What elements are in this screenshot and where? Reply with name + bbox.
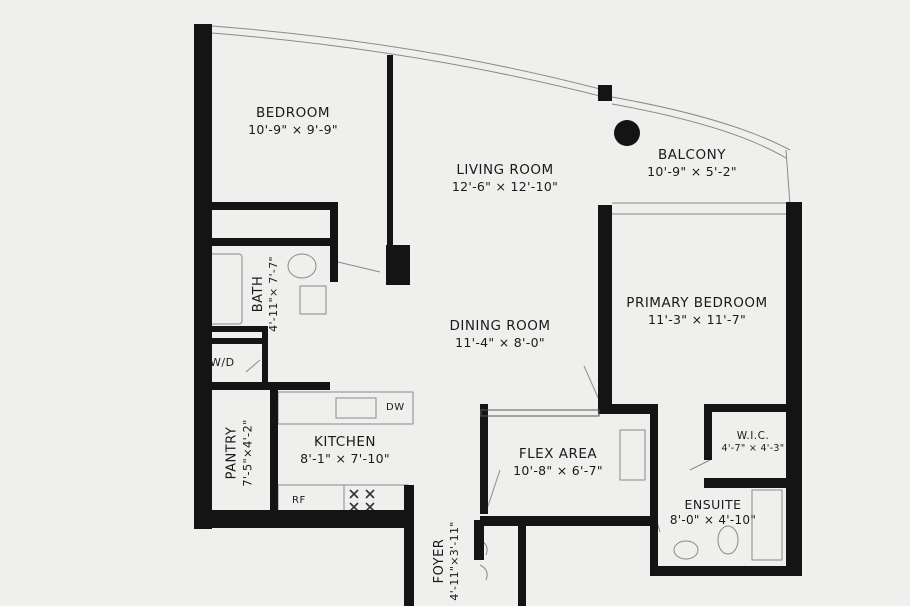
wic-dims: 4'-7" × 4'-3" bbox=[721, 443, 785, 455]
bedroom-dims: 10'-9" × 9'-9" bbox=[248, 121, 338, 137]
fixture-lines bbox=[202, 25, 791, 581]
foyer-dims: 4'-11"×3'-11" bbox=[448, 521, 462, 601]
pantry-label: PANTRY 7'-5"×4'-2" bbox=[225, 419, 256, 486]
walls bbox=[194, 24, 802, 606]
flex-area-name: FLEX AREA bbox=[518, 446, 598, 462]
foyer-name: FOYER bbox=[432, 538, 447, 584]
primary-bedroom-dims: 11'-3" × 11'-7" bbox=[647, 311, 747, 327]
washer-dryer-label: W/D bbox=[210, 356, 235, 369]
kitchen-label: KITCHEN 8'-1" × 7'-10" bbox=[300, 434, 390, 467]
pantry-name: PANTRY bbox=[224, 426, 240, 480]
bath-name: BATH bbox=[251, 275, 266, 313]
ensuite-label: ENSUITE 8'-0" × 4'-10" bbox=[670, 497, 756, 528]
bedroom-label: BEDROOM 10'-9" × 9'-9" bbox=[248, 105, 338, 138]
refrigerator-label: RF bbox=[292, 495, 306, 506]
living-room-name: LIVING ROOM bbox=[456, 162, 554, 178]
structural-column bbox=[614, 120, 640, 146]
living-room-label: LIVING ROOM 12'-6" × 12'-10" bbox=[452, 162, 558, 195]
wic-label: W.I.C. 4'-7" × 4'-3" bbox=[722, 430, 785, 455]
ensuite-name: ENSUITE bbox=[684, 497, 742, 512]
balcony-dims: 10'-9" × 5'-2" bbox=[647, 163, 737, 179]
flex-area-label: FLEX AREA 10'-8" × 6'-7" bbox=[513, 446, 603, 479]
dishwasher-label: DW bbox=[386, 402, 405, 413]
flex-area-dims: 10'-8" × 6'-7" bbox=[513, 462, 603, 478]
bath-label: BATH 4'-11"× 7'-7" bbox=[251, 256, 281, 332]
foyer-label: FOYER 4'-11"×3'-11" bbox=[432, 521, 462, 600]
dining-room-label: DINING ROOM 11'-4" × 8'-0" bbox=[449, 318, 550, 351]
kitchen-dims: 8'-1" × 7'-10" bbox=[300, 450, 390, 466]
primary-bedroom-label: PRIMARY BEDROOM 11'-3" × 11'-7" bbox=[626, 295, 767, 328]
dining-room-name: DINING ROOM bbox=[449, 318, 551, 334]
balcony-name: BALCONY bbox=[658, 147, 726, 163]
dining-room-dims: 11'-4" × 8'-0" bbox=[455, 334, 545, 350]
wic-name: W.I.C. bbox=[736, 430, 770, 442]
primary-bedroom-name: PRIMARY BEDROOM bbox=[626, 295, 768, 311]
bath-dims: 4'-11"× 7'-7" bbox=[267, 256, 281, 332]
ensuite-dims: 8'-0" × 4'-10" bbox=[669, 512, 757, 527]
balcony-label: BALCONY 10'-9" × 5'-2" bbox=[647, 147, 737, 180]
bedroom-name: BEDROOM bbox=[256, 105, 330, 121]
kitchen-name: KITCHEN bbox=[314, 434, 376, 450]
flex-partition bbox=[480, 409, 600, 417]
pantry-dims: 7'-5"×4'-2" bbox=[240, 419, 255, 487]
stove-burners bbox=[349, 489, 375, 512]
living-room-dims: 12'-6" × 12'-10" bbox=[451, 178, 559, 194]
